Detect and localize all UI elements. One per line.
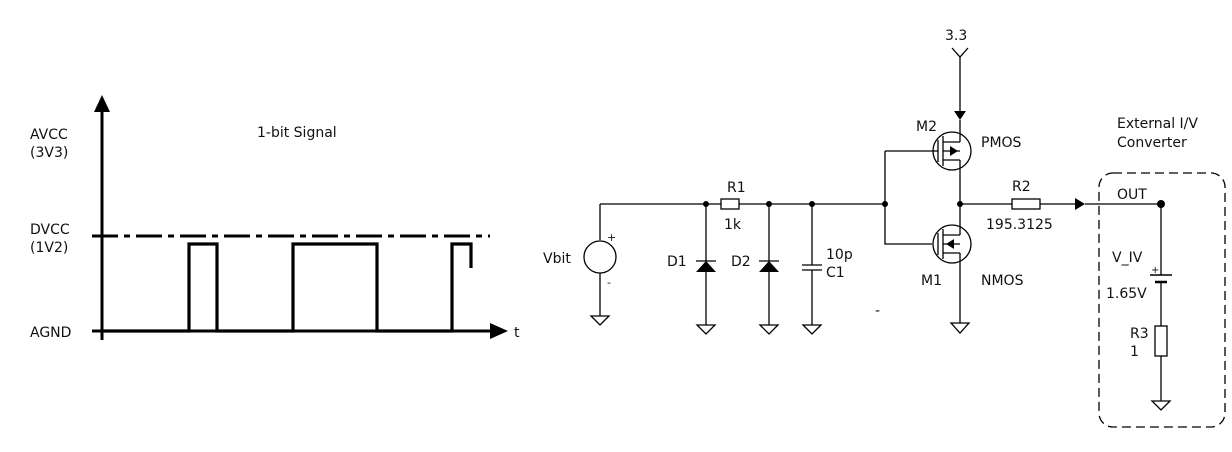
- diode-d2: D2: [731, 201, 780, 335]
- m1-type: NMOS: [981, 273, 1024, 289]
- pmos-m2: M2 PMOS: [916, 119, 1022, 204]
- capacitor-c1: 10p C1: [801, 201, 853, 335]
- avcc-voltage-label: (3V3): [30, 145, 68, 161]
- wire-gates: [884, 151, 932, 245]
- viv-value: 1.65V: [1106, 286, 1147, 302]
- converter-title-line2: Converter: [1117, 135, 1187, 151]
- resistor-r2: R2 195.3125: [960, 179, 1085, 233]
- r3-value: 1: [1130, 344, 1139, 360]
- time-axis-label: t: [514, 325, 520, 341]
- m1-name: M1: [921, 273, 942, 289]
- ground-icon: [695, 324, 717, 335]
- m2-name: M2: [916, 119, 937, 135]
- viv-plus-sign: +: [1151, 265, 1159, 276]
- out-label: OUT: [1117, 187, 1147, 203]
- y-axis-arrow-icon: [94, 95, 110, 112]
- external-iv-converter: External I/V Converter OUT + V_IV 1.65V …: [1085, 116, 1226, 428]
- ground-icon: [801, 324, 823, 335]
- converter-boundary: [1098, 172, 1226, 428]
- vbit-plus-sign: +: [607, 231, 616, 244]
- supply-label: 3.3: [945, 28, 967, 44]
- pulse-waveform: [102, 242, 473, 333]
- c1-value: 10p: [826, 247, 853, 263]
- vbit-label: Vbit: [543, 251, 571, 267]
- nmos-m1: M1 NMOS: [921, 204, 1024, 334]
- converter-title-line1: External I/V: [1117, 116, 1198, 132]
- avcc-label: AVCC: [30, 127, 68, 143]
- supply-arrow-icon: [951, 47, 969, 58]
- r2-value: 195.3125: [986, 217, 1053, 233]
- ground-icon: [589, 315, 611, 326]
- diode-d1: D1: [667, 201, 717, 335]
- vbit-minus-sign: -: [607, 276, 611, 289]
- r1-value: 1k: [724, 217, 742, 233]
- viv-name: V_IV: [1112, 250, 1143, 266]
- r1-name: R1: [727, 180, 746, 196]
- m2-type: PMOS: [981, 135, 1022, 151]
- waveform-title: 1-bit Signal: [257, 125, 337, 141]
- r3-name: R3: [1130, 326, 1149, 342]
- circuit-schematic: + - Vbit R1 1k D1 D2: [543, 28, 1226, 428]
- supply-3v3: 3.3: [945, 28, 969, 133]
- agnd-label: AGND: [30, 325, 71, 341]
- ground-icon: [758, 324, 780, 335]
- c1-name: C1: [826, 265, 845, 281]
- dvcc-label: DVCC: [30, 222, 70, 238]
- resistor-r1: R1 1k: [720, 180, 746, 233]
- dvcc-voltage-label: (1V2): [30, 240, 68, 256]
- vbit-source: + - Vbit: [543, 204, 617, 326]
- stray-mark: -: [875, 303, 880, 319]
- r2-name: R2: [1012, 179, 1031, 195]
- d2-label: D2: [731, 254, 751, 270]
- x-axis-arrow-icon: [490, 323, 508, 339]
- d1-label: D1: [667, 254, 687, 270]
- ground-icon: [1150, 400, 1172, 411]
- ground-icon: [949, 322, 971, 334]
- waveform-plot: AVCC (3V3) DVCC (1V2) AGND t 1-bit Signa…: [30, 95, 520, 341]
